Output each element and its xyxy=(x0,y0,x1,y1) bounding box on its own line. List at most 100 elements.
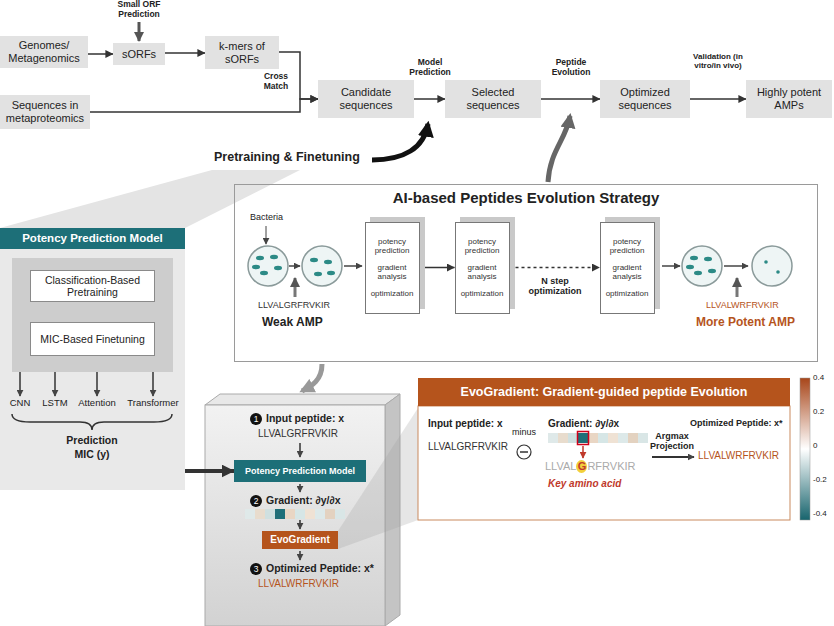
peptide-group: LLVALGRFRVKIR xyxy=(545,460,636,473)
label-text: Transformer xyxy=(124,398,182,409)
strategy-panel: AI-based Peptides Evolution Strategypote… xyxy=(234,184,818,362)
curved-arrow xyxy=(302,364,322,391)
flow-arrow xyxy=(289,265,300,267)
edge-label: Validation (in vitro/in vivo) xyxy=(684,52,752,70)
label-text: Optimized Peptide: x* xyxy=(690,418,783,428)
node-text: sORFs xyxy=(122,48,156,61)
node-text: Potency Prediction Model xyxy=(245,466,355,476)
process-box: Selected sequences xyxy=(445,80,541,118)
edge-label: N step optimization xyxy=(522,276,588,297)
model-box: Potency Prediction Model xyxy=(234,460,366,482)
scale-value: 0 xyxy=(813,441,817,450)
gradient-cell xyxy=(638,433,648,443)
bacterium xyxy=(764,260,768,264)
curved-arrow xyxy=(372,124,428,160)
bacterium xyxy=(690,256,698,260)
edge-label: Model Prediction xyxy=(404,58,456,78)
node-text: EvoGradient xyxy=(270,534,329,546)
label-text: Input peptide: x xyxy=(266,412,344,424)
projection-arrow xyxy=(652,456,694,458)
flow-arrow xyxy=(724,265,748,267)
process-box: Optimized sequences xyxy=(600,80,690,118)
node-text: optimization xyxy=(461,289,504,298)
stage-box: potency predictiongradient analysisoptim… xyxy=(365,222,420,314)
node-text: Highly potent AMPs xyxy=(749,86,829,111)
gradient-cell xyxy=(245,509,255,519)
flow-arrow xyxy=(299,520,301,529)
label-text: Bacteria xyxy=(250,212,283,222)
node-text: Classification-Based Pretraining xyxy=(34,274,151,298)
peptide-sequence: LLVAL xyxy=(545,460,576,473)
petri-dish xyxy=(302,246,342,286)
bacterium xyxy=(776,270,780,274)
connector xyxy=(90,99,318,112)
node-text: potency prediction xyxy=(459,237,506,255)
peptide-sequence: LLVALGRFRVKIR xyxy=(258,300,330,310)
minus-symbol xyxy=(517,445,531,459)
flow-arrow xyxy=(662,265,680,267)
process-box: sORFs xyxy=(113,43,165,65)
edge-label: Peptide Evolution xyxy=(540,58,602,78)
bacterium xyxy=(274,266,282,270)
label-text: More Potent AMP xyxy=(696,316,795,330)
zoom-wedge xyxy=(0,170,300,228)
peptide-arrow xyxy=(294,278,297,297)
connector xyxy=(414,98,445,100)
peptide-arrow xyxy=(736,278,739,297)
gradient-cell xyxy=(265,509,275,519)
model-arrow xyxy=(19,372,21,396)
node-text: MIC-Based Finetuning xyxy=(40,333,144,345)
label-text: Gradient: ∂y/∂x xyxy=(548,418,619,430)
label-text: Prediction xyxy=(52,434,132,446)
node-text: potency prediction xyxy=(604,237,651,255)
training-box: Classification-Based Pretraining xyxy=(30,270,155,302)
peptide-sequence: LLVALWRFRVKIR xyxy=(706,300,779,310)
bacterium xyxy=(704,257,712,261)
training-frame xyxy=(12,258,173,372)
bacterium xyxy=(324,260,332,264)
petri-dish xyxy=(682,246,722,286)
node-text: optimization xyxy=(371,289,414,298)
model-arrow xyxy=(96,372,98,396)
process-box: k-mers of sORFs xyxy=(205,36,279,69)
bacterium xyxy=(314,272,322,276)
label-text: Small ORF Prediction xyxy=(109,0,169,20)
bacterium xyxy=(260,271,268,275)
process-box: Genomes/ Metagenomics xyxy=(0,36,88,68)
model-arrow xyxy=(152,372,154,396)
connector xyxy=(510,267,600,269)
key-highlight xyxy=(578,432,589,445)
panel-body xyxy=(0,249,185,490)
callout-number: 2 xyxy=(250,495,262,507)
bacterium xyxy=(327,271,335,275)
gradient-cell xyxy=(315,509,325,519)
key-residue: G xyxy=(576,460,587,473)
gradient-cell xyxy=(598,433,608,443)
node-text: gradient analysis xyxy=(459,263,506,281)
connector xyxy=(185,469,234,473)
callout-number: 3 xyxy=(250,563,262,575)
label-text: Input peptide: x xyxy=(428,418,502,430)
bacterium xyxy=(270,255,278,259)
label-text: Weak AMP xyxy=(262,316,323,330)
process-box: Candidate sequences xyxy=(318,80,414,118)
node-text: gradient analysis xyxy=(369,263,416,281)
gradient-cell xyxy=(295,509,305,519)
gradient-cell xyxy=(255,509,265,519)
process-box: Highly potent AMPs xyxy=(746,80,832,118)
flow-arrow xyxy=(344,265,362,267)
bacterium xyxy=(256,256,264,260)
bacterium xyxy=(708,269,716,273)
petri-dish xyxy=(248,246,288,286)
gradient-cell xyxy=(568,433,578,443)
label-text: minus xyxy=(512,427,536,437)
gradient-cell xyxy=(618,433,628,443)
brace xyxy=(12,414,172,430)
panel-heading: EvoGradient: Gradient-guided peptide Evo… xyxy=(418,378,790,406)
curved-arrow xyxy=(548,116,570,182)
peptide-sequence: LLVALGRFRVKIR xyxy=(428,441,508,453)
box-top-face xyxy=(205,394,400,405)
bacterium xyxy=(694,271,702,275)
gradient-cell xyxy=(588,433,598,443)
